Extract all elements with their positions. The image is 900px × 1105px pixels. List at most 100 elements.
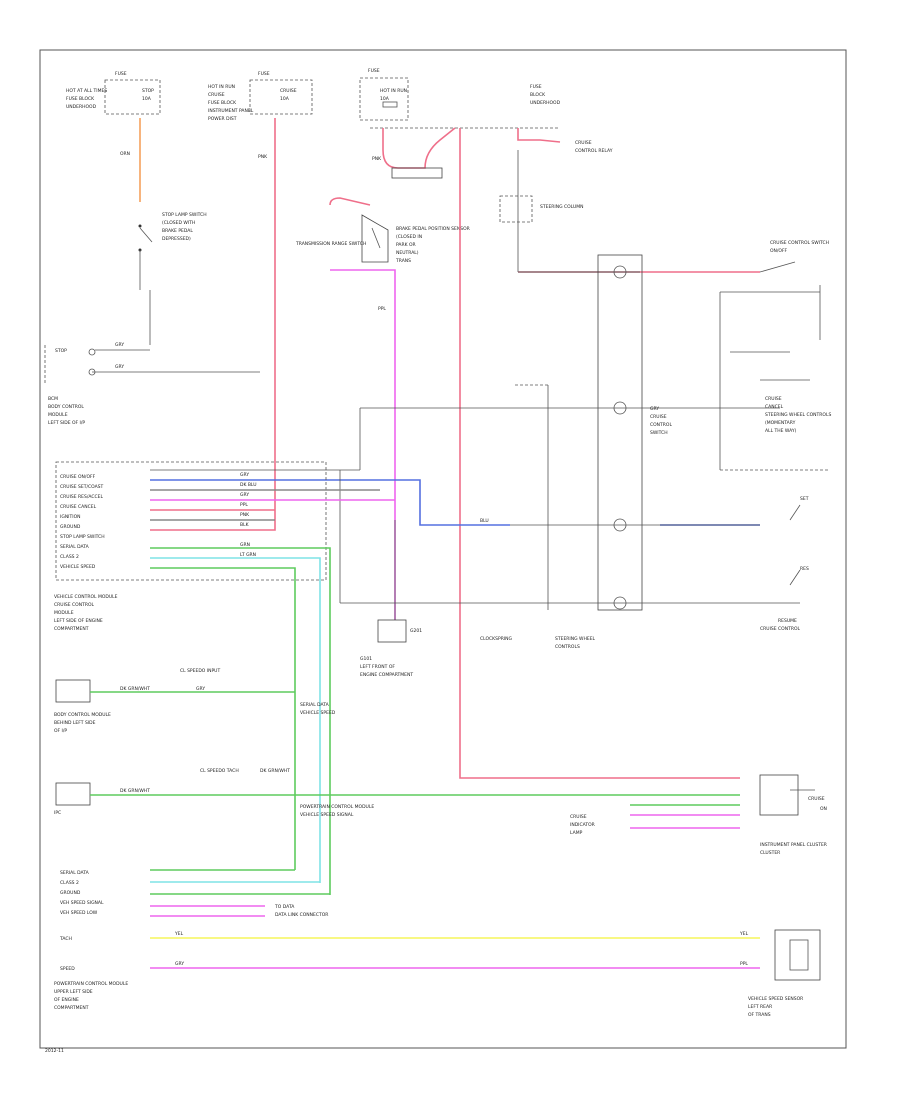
fuse-c5-label: HOT IN RUN — [208, 84, 235, 90]
svg-text:LEFT FRONT OF: LEFT FRONT OF — [360, 664, 395, 670]
steering-column-label: STEERING COLUMN — [540, 204, 584, 210]
svg-text:10A: 10A — [380, 96, 390, 102]
svg-text:UNDERHOOD: UNDERHOOD — [66, 104, 97, 110]
svg-text:STEERING WHEEL: STEERING WHEEL — [555, 636, 596, 642]
clockspring-node-1 — [613, 265, 627, 279]
svg-text:OF TRANS: OF TRANS — [748, 1012, 771, 1018]
fuse-c6-label: HOT IN RUN — [380, 88, 407, 94]
svg-text:TRANS: TRANS — [395, 258, 411, 264]
fuse-block-middle: FUSE HOT IN RUN CRUISE FUSE BLOCK INSTRU… — [208, 71, 313, 122]
wire-label-blu: BLU — [480, 518, 489, 524]
wire-green-1 — [150, 547, 331, 895]
svg-text:INSTRUMENT PANEL: INSTRUMENT PANEL — [208, 108, 254, 114]
module-pin-1: CRUISE SET/COAST — [60, 484, 104, 490]
svg-text:GRY: GRY — [240, 492, 249, 498]
svg-text:CRUISE CONTROL: CRUISE CONTROL — [760, 626, 800, 632]
transmission-range-switch: TRANSMISSION RANGE SWITCH BRAKE PEDAL PO… — [295, 197, 470, 264]
clockspring-column — [597, 254, 643, 611]
svg-text:SERIAL DATA: SERIAL DATA — [300, 702, 330, 708]
svg-text:OF ENGINE: OF ENGINE — [54, 997, 79, 1003]
svg-text:CRUISE CONTROL: CRUISE CONTROL — [54, 602, 94, 608]
lower-pin-4: VEH SPEED LOW — [60, 910, 98, 916]
svg-text:SWITCH: SWITCH — [650, 430, 668, 436]
wire-pink-long — [459, 128, 740, 779]
module-pin-6: STOP LAMP SWITCH — [60, 534, 105, 540]
svg-text:ON/OFF: ON/OFF — [770, 248, 788, 254]
lower-pin-0: SERIAL DATA — [60, 870, 90, 876]
svg-text:CONTROLS: CONTROLS — [555, 644, 580, 650]
fuse-splice-box — [391, 167, 443, 179]
lower-pin-3: VEH SPEED SIGNAL — [60, 900, 104, 906]
svg-text:10A: 10A — [280, 96, 290, 102]
svg-text:MODULE: MODULE — [48, 412, 68, 418]
wire-pink-main — [150, 118, 276, 531]
instrument-panel-cluster: CRUISE ON CRUISE INDICATOR LAMP INSTRUME… — [570, 774, 827, 856]
module-pin-2: CRUISE RES/ACCEL — [60, 494, 103, 500]
svg-text:COMPARTMENT: COMPARTMENT — [54, 1005, 89, 1011]
svg-text:BEHIND LEFT SIDE: BEHIND LEFT SIDE — [54, 720, 96, 726]
brake-pedal-sensor-label: BRAKE PEDAL POSITION SENSOR — [396, 226, 470, 232]
svg-text:GRY: GRY — [650, 406, 659, 412]
module-pin-8: CLASS 2 — [60, 554, 79, 560]
svg-text:RESUME: RESUME — [778, 618, 797, 624]
svg-text:ON: ON — [820, 806, 827, 812]
svg-text:ALL THE WAY): ALL THE WAY) — [765, 428, 797, 434]
svg-text:ENGINE COMPARTMENT: ENGINE COMPARTMENT — [360, 672, 413, 678]
module-pin-9: VEHICLE SPEED — [60, 564, 96, 570]
svg-text:GRY: GRY — [115, 342, 124, 348]
svg-text:POWER DIST: POWER DIST — [208, 116, 237, 122]
data-link-label: DATA LINK CONNECTOR — [275, 912, 328, 918]
svg-text:SET: SET — [800, 496, 809, 502]
svg-text:BODY CONTROL: BODY CONTROL — [48, 404, 84, 410]
svg-text:DK GRN/WHT: DK GRN/WHT — [120, 686, 150, 692]
svg-text:CRUISE: CRUISE — [808, 796, 825, 802]
svg-text:DK GRN/WHT: DK GRN/WHT — [260, 768, 290, 774]
svg-text:MODULE: MODULE — [54, 610, 74, 616]
svg-text:VEHICLE SPEED SIGNAL: VEHICLE SPEED SIGNAL — [300, 812, 354, 818]
svg-text:BLOCK: BLOCK — [530, 92, 546, 98]
svg-text:VEHICLE SPEED: VEHICLE SPEED — [300, 710, 336, 716]
svg-text:CRUISE: CRUISE — [208, 92, 225, 98]
svg-text:PNK: PNK — [240, 512, 250, 518]
connector-left: STOP GRY GRY BCM BODY CONTROL MODULE LEF… — [44, 342, 260, 426]
svg-text:PPL: PPL — [740, 961, 748, 967]
ipc-full-label: INSTRUMENT PANEL CLUSTER — [760, 842, 827, 848]
wire-label-blk: BLK — [240, 522, 250, 528]
svg-text:LEFT SIDE OF I/P: LEFT SIDE OF I/P — [48, 420, 85, 426]
vehicle-control-module: CRUISE ON/OFF CRUISE SET/COAST CRUISE RE… — [54, 461, 327, 632]
cruise-control-switch: CRUISE CONTROL SWITCH ON/OFF CRUISE CANC… — [719, 240, 831, 632]
wire-label-ppl: PPL — [378, 306, 386, 312]
wire-pink-loop-left — [382, 128, 410, 169]
transmission-range-switch-label: TRANSMISSION RANGE SWITCH — [295, 241, 366, 247]
wire-green-2 — [150, 567, 296, 870]
lower-pin-6: SPEED — [60, 966, 75, 972]
svg-text:FUSE BLOCK: FUSE BLOCK — [208, 100, 237, 106]
wire-pink-far-right — [517, 128, 561, 143]
wire-magenta-trans — [330, 269, 396, 620]
svg-text:10A: 10A — [142, 96, 152, 102]
svg-text:BRAKE PEDAL: BRAKE PEDAL — [162, 228, 193, 234]
svg-text:COMPARTMENT: COMPARTMENT — [54, 626, 89, 632]
svg-text:CLUSTER: CLUSTER — [760, 850, 780, 856]
body-control-module: DK GRN/WHT GRY CL SPEEDO INPUT BODY CONT… — [54, 668, 336, 734]
svg-text:CL SPEEDO INPUT: CL SPEEDO INPUT — [180, 668, 220, 674]
svg-text:CONTROL RELAY: CONTROL RELAY — [575, 148, 613, 154]
svg-text:CRUISE: CRUISE — [570, 814, 587, 820]
svg-text:UPPER LEFT SIDE: UPPER LEFT SIDE — [54, 989, 93, 995]
svg-text:(CLOSED IN: (CLOSED IN — [396, 234, 422, 240]
svg-text:BCM: BCM — [48, 396, 58, 402]
svg-text:CRUISE: CRUISE — [280, 88, 297, 94]
svg-text:(CLOSED WITH: (CLOSED WITH — [162, 220, 195, 226]
stop-lamp-switch: STOP LAMP SWITCH (CLOSED WITH BRAKE PEDA… — [138, 212, 207, 252]
module-pin-0: CRUISE ON/OFF — [60, 474, 96, 480]
svg-text:TO DATA: TO DATA — [274, 904, 295, 910]
cruise-control-switch-label: CRUISE CONTROL SWITCH — [770, 240, 829, 246]
svg-text:UNDERHOOD: UNDERHOOD — [530, 100, 561, 106]
wire-label-ltgrn: LT GRN — [240, 552, 256, 558]
wire-label-orn: ORN — [120, 151, 130, 157]
svg-text:FUSE: FUSE — [115, 71, 127, 77]
lower-connector: SERIAL DATA CLASS 2 GROUND VEH SPEED SIG… — [54, 869, 760, 1011]
clockspring-label: CLOCKSPRING — [480, 636, 513, 642]
wire-pink-loop-right — [410, 127, 456, 169]
svg-text:FUSE: FUSE — [530, 84, 542, 90]
